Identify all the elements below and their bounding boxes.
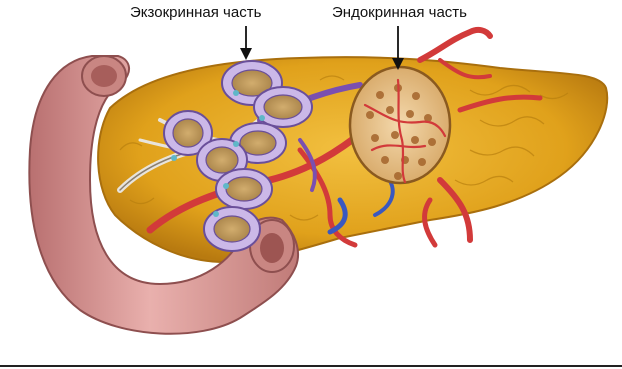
exocrine-label: Экзокринная часть — [130, 4, 261, 21]
acinus — [254, 87, 312, 127]
endocrine-islet — [350, 67, 450, 183]
acinus — [216, 169, 272, 209]
endocrine-label: Эндокринная часть — [332, 4, 467, 21]
acinus — [204, 207, 260, 251]
bottom-divider — [0, 365, 622, 367]
arrow-down-icon — [240, 26, 252, 60]
